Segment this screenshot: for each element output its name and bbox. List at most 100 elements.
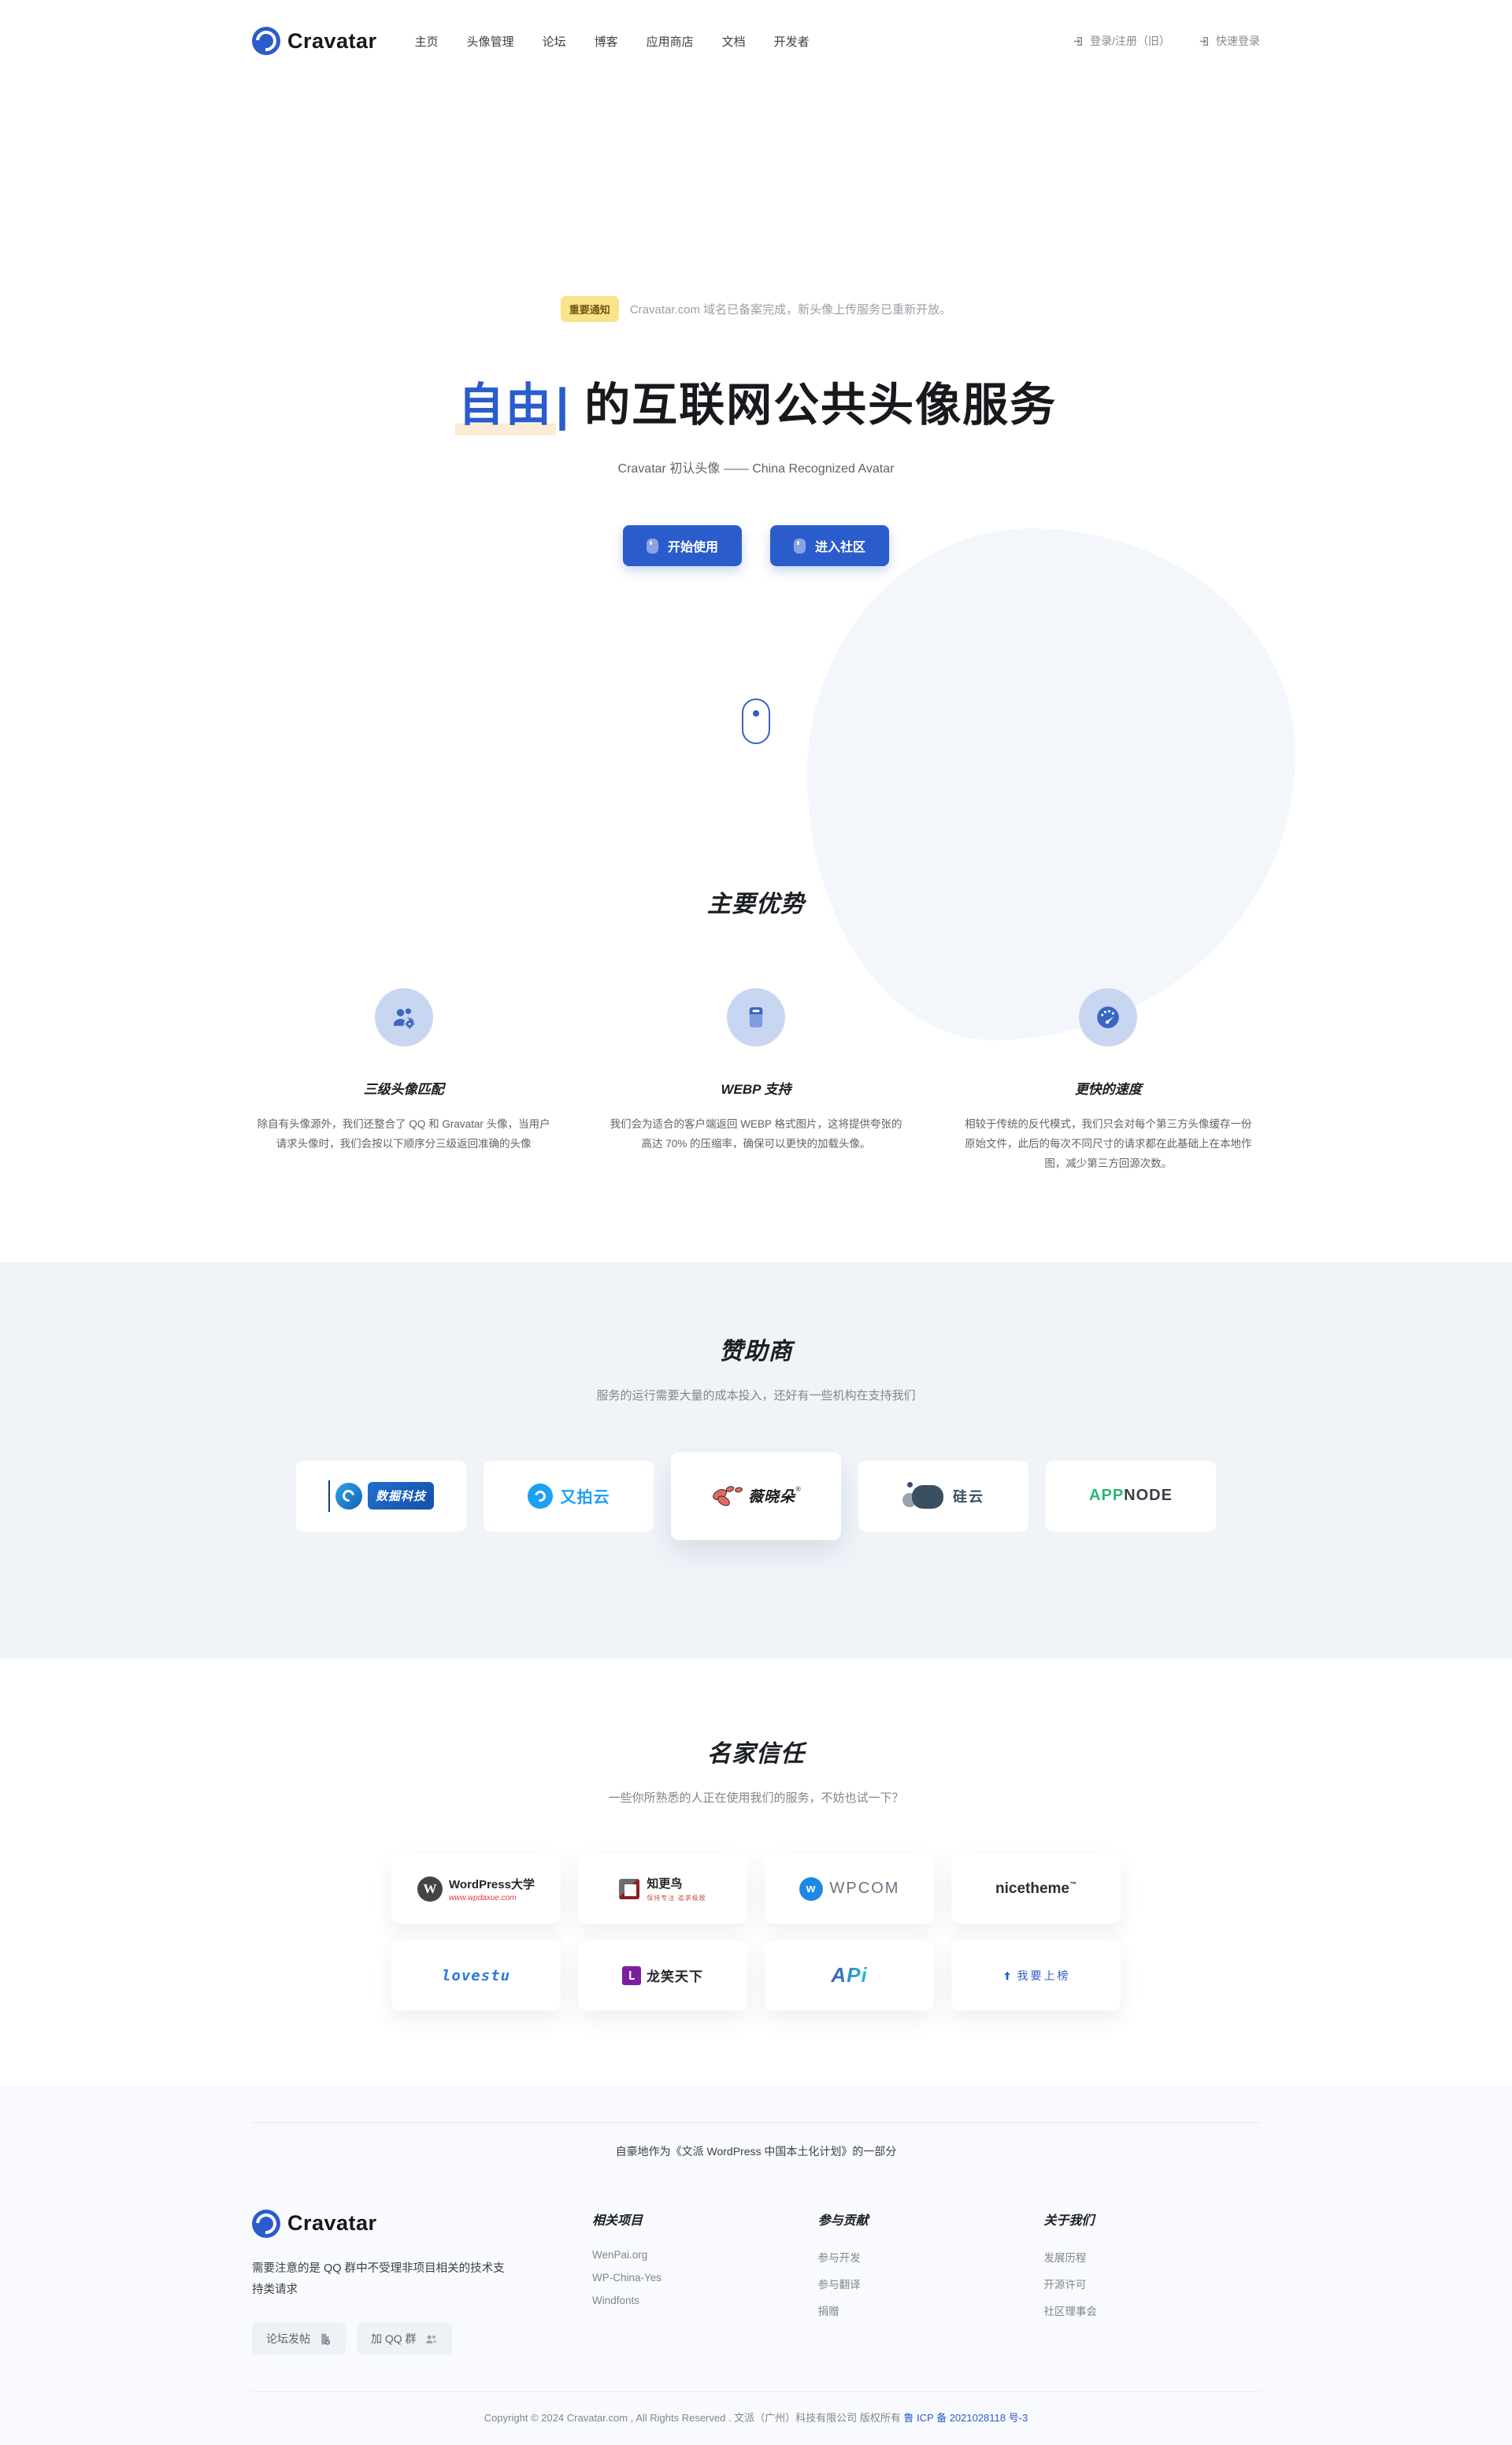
- enter-community-label: 进入社区: [815, 541, 866, 554]
- feature-title: 三级头像匹配: [363, 1082, 444, 1097]
- get-started-button[interactable]: 开始使用: [622, 525, 742, 566]
- main-nav: 主页 头像管理 论坛 博客 应用商店 文档 开发者: [415, 33, 810, 50]
- footer-column-title: 关于我们: [1043, 2213, 1095, 2228]
- footer-brand-column: Cravatar 需要注意的是 QQ 群中不受理非项目相关的技术支持类请求 论坛…: [252, 2209, 583, 2355]
- trusted-card-api[interactable]: APi: [765, 1940, 934, 2010]
- copyright-text: Copyright © 2024 Cravatar.com , All Righ…: [484, 2412, 904, 2424]
- header: Cravatar 主页 头像管理 论坛 博客 应用商店 文档 开发者 登录/注册…: [0, 0, 1512, 82]
- shujue-logo-icon: [335, 1482, 362, 1510]
- enter-community-button[interactable]: 进入社区: [770, 525, 890, 566]
- sponsor-card-weixiaoduo[interactable]: 薇晓朵®: [671, 1451, 841, 1540]
- trusted-card-wpcom[interactable]: w WPCOM: [765, 1854, 934, 1924]
- footer-column-contribute: 参与贡献 参与开发 参与翻译 捐赠: [809, 2210, 1035, 2355]
- footer-description: 需要注意的是 QQ 群中不受理非项目相关的技术支持类请求: [252, 2262, 505, 2297]
- sponsors-section: 赞助商 服务的运行需要大量的成本投入，还好有一些机构在支持我们 数掘科技 又拍云: [0, 1261, 1512, 1658]
- trusted-name: 龙笑天下: [647, 1969, 703, 1985]
- hero-title: 自由| 的互联网公共头像服务: [0, 368, 1512, 435]
- sponsor-name: APPNODE: [1089, 1487, 1173, 1505]
- sponsor-card-shujue[interactable]: 数掘科技: [296, 1460, 466, 1532]
- trusted-name: lovestu: [441, 1966, 511, 1984]
- mouse-icon: [646, 538, 658, 554]
- trusted-url: www.wpdaxue.com: [449, 1893, 517, 1902]
- hero-section: 重要通知 Cravatar.com 域名已备案完成，新头像上传服务已重新开放。 …: [0, 296, 1512, 1040]
- hero-subtitle: Cravatar 初认头像 —— China Recognized Avatar: [617, 462, 895, 476]
- login-icon: [1199, 36, 1208, 46]
- trusted-card-join-rank[interactable]: 我要上榜: [951, 1940, 1121, 2010]
- footer-link-translate[interactable]: 参与翻译: [817, 2278, 861, 2291]
- nav-item-forum[interactable]: 论坛: [542, 35, 566, 49]
- footer-link-donate[interactable]: 捐赠: [817, 2305, 839, 2317]
- sponsor-card-upyun[interactable]: 又拍云: [484, 1460, 654, 1532]
- login-register-old-label: 登录/注册（旧）: [1090, 35, 1170, 47]
- notice-bar[interactable]: 重要通知 Cravatar.com 域名已备案完成，新头像上传服务已重新开放。: [0, 296, 1512, 322]
- sponsor-card-siliyun[interactable]: 硅云: [858, 1460, 1028, 1532]
- zhigengniao-logo-icon: [619, 1878, 640, 1899]
- footer-link-history[interactable]: 发展历程: [1043, 2251, 1087, 2264]
- feature-card-speed: 更快的速度 相较于传统的反代模式，我们只会对每个第三方头像缓存一份原始文件，此后…: [957, 988, 1260, 1174]
- forum-post-button[interactable]: 论坛发帖: [252, 2322, 346, 2355]
- quick-login-link[interactable]: 快速登录: [1199, 33, 1260, 49]
- nav-item-blog[interactable]: 博客: [594, 35, 618, 49]
- get-started-label: 开始使用: [667, 541, 718, 554]
- nav-item-app-store[interactable]: 应用商店: [646, 35, 694, 49]
- nav-item-home[interactable]: 主页: [414, 35, 439, 49]
- nav-item-avatar-manage[interactable]: 头像管理: [466, 35, 514, 49]
- butterfly-icon: [713, 1486, 743, 1506]
- trusted-card-longxiaotianxia[interactable]: L 龙笑天下: [578, 1940, 747, 2010]
- feature-title: WEBP 支持: [721, 1082, 791, 1097]
- notice-text: Cravatar.com 域名已备案完成，新头像上传服务已重新开放。: [629, 303, 952, 317]
- trusted-card-wpdaxue[interactable]: W WordPress大学 www.wpdaxue.com: [391, 1854, 561, 1924]
- footer-column-title: 参与贡献: [817, 2213, 869, 2228]
- trusted-name: WPCOM: [829, 1880, 900, 1898]
- join-qq-group-button[interactable]: 加 QQ 群: [357, 2322, 452, 2355]
- sponsors-subtitle: 服务的运行需要大量的成本投入，还好有一些机构在支持我们: [596, 1388, 916, 1402]
- trusted-card-zhigengniao[interactable]: 知更鸟 保持专注 追求极致: [578, 1854, 747, 1924]
- notice-badge: 重要通知: [560, 296, 619, 322]
- footer-brand-logo[interactable]: Cravatar: [252, 2209, 583, 2238]
- feature-card-webp: WEBP 支持 我们会为适合的客户端返回 WEBP 格式图片，这将提供夸张的高达…: [604, 988, 907, 1174]
- feature-desc: 除自有头像源外，我们还整合了 QQ 和 Gravatar 头像，当用户请求头像时…: [257, 1118, 550, 1150]
- footer-link-wp-china-yes[interactable]: WP-China-Yes: [592, 2271, 662, 2284]
- login-register-old-link[interactable]: 登录/注册（旧）: [1073, 33, 1170, 49]
- trusted-name: 知更鸟: [647, 1877, 683, 1891]
- footer-link-windfonts[interactable]: Windfonts: [592, 2294, 640, 2306]
- trusted-card-nicetheme[interactable]: nicetheme™: [951, 1854, 1121, 1924]
- footer-proud-text: 自豪地作为《文派 WordPress 中国本土化计划》的一部分: [615, 2144, 897, 2158]
- feature-desc: 我们会为适合的客户端返回 WEBP 格式图片，这将提供夸张的高达 70% 的压缩…: [610, 1118, 902, 1150]
- hero-title-rest: 的互联网公共头像服务: [570, 380, 1058, 431]
- footer-column-about: 关于我们 发展历程 开源许可 社区理事会: [1034, 2210, 1260, 2355]
- users-icon: [425, 2335, 436, 2343]
- hero-title-highlight: 自由: [454, 380, 556, 435]
- logo-bar: [328, 1480, 330, 1512]
- forum-post-label: 论坛发帖: [266, 2332, 310, 2345]
- brand-name: Cravatar: [287, 28, 377, 53]
- cloud-icon: [902, 1481, 943, 1509]
- sponsor-card-appnode[interactable]: APPNODE: [1046, 1460, 1216, 1532]
- copyright-bar: Copyright © 2024 Cravatar.com , All Righ…: [252, 2392, 1260, 2445]
- sponsor-name: 又拍云: [560, 1489, 610, 1507]
- wordpress-logo-icon: W: [417, 1876, 443, 1902]
- scroll-dot-icon: [753, 710, 759, 717]
- scroll-mouse-indicator: [742, 698, 770, 744]
- trusted-title: 名家信任: [707, 1740, 805, 1767]
- footer-link-council[interactable]: 社区理事会: [1043, 2305, 1097, 2317]
- footer-column-title: 相关项目: [592, 2213, 643, 2228]
- trusted-name: APi: [831, 1963, 868, 1987]
- nav-item-developers[interactable]: 开发者: [773, 35, 810, 49]
- footer-link-license[interactable]: 开源许可: [1043, 2278, 1087, 2291]
- header-auth: 登录/注册（旧） 快速登录: [1073, 33, 1260, 49]
- sponsor-name: 硅云: [953, 1488, 984, 1505]
- wpcom-logo-icon: w: [799, 1876, 823, 1901]
- divider: [252, 2121, 1260, 2123]
- icp-link[interactable]: 鲁 ICP 备 2021028118 号-3: [903, 2412, 1028, 2424]
- quick-login-label: 快速登录: [1216, 35, 1260, 47]
- webp-image-icon: [726, 988, 785, 1047]
- users-gear-icon: [374, 988, 433, 1047]
- nav-item-docs[interactable]: 文档: [721, 35, 746, 49]
- footer-link-develop[interactable]: 参与开发: [817, 2251, 861, 2264]
- footer-link-wenpai[interactable]: WenPai.org: [592, 2248, 648, 2261]
- features-title: 主要优势: [707, 891, 805, 917]
- trusted-card-lovestu[interactable]: lovestu: [391, 1940, 561, 2010]
- brand-logo[interactable]: Cravatar: [252, 27, 377, 55]
